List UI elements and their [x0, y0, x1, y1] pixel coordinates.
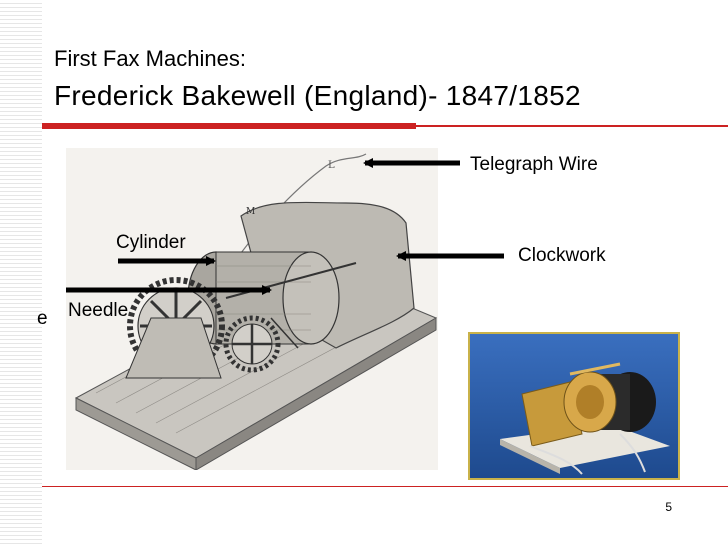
photo-drawing [470, 334, 678, 478]
label-telegraph-wire: Telegraph Wire [470, 154, 598, 175]
svg-text:L: L [328, 160, 335, 171]
page-number: 5 [665, 500, 672, 514]
footer-divider [42, 486, 728, 487]
slide-title: First Fax Machines: [54, 46, 246, 71]
cropped-text-fragment: e [37, 308, 48, 329]
label-needle: Needle [68, 300, 129, 321]
title-divider-accent [42, 123, 416, 129]
label-clockwork: Clockwork [518, 245, 606, 266]
label-cylinder: Cylinder [116, 232, 186, 253]
slide-subtitle: Frederick Bakewell (England)- 1847/1852 [54, 80, 581, 111]
slide: e First Fax Machines: Frederick Bakewell… [37, 0, 728, 546]
left-background-stripes [0, 0, 42, 546]
photo-image [468, 332, 680, 480]
engraving-drawing: L M [74, 153, 438, 471]
engraving-image: L M [66, 148, 438, 471]
svg-text:M: M [246, 207, 255, 217]
